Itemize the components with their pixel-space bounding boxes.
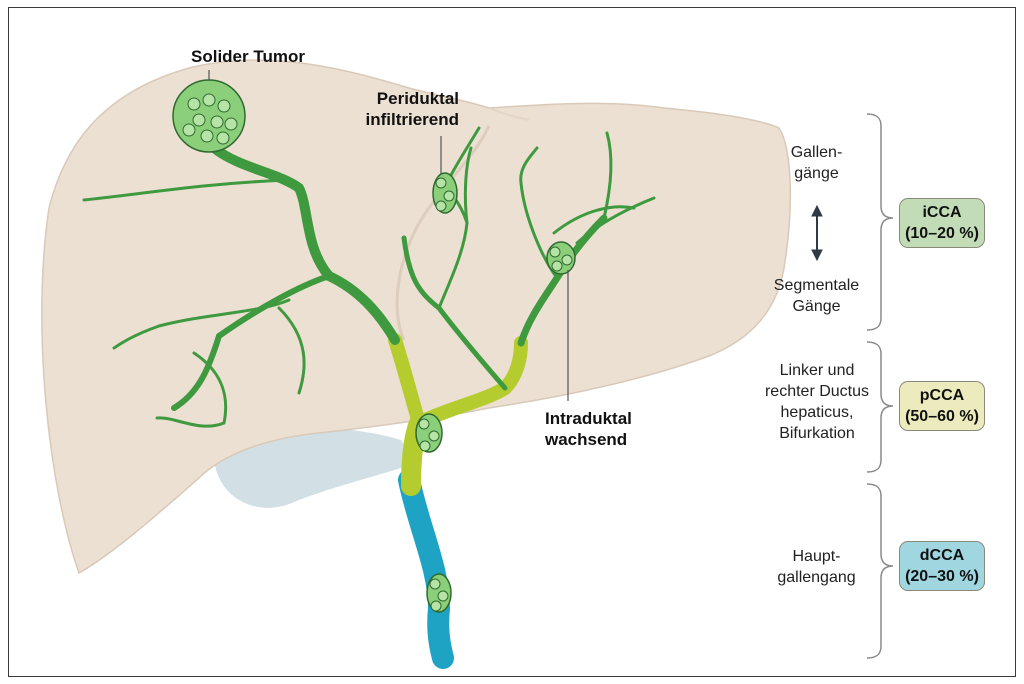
- double-headed-vertical-arrow-icon: [811, 204, 823, 262]
- class-range: (20–30 %): [905, 568, 979, 585]
- class-name: iCCA: [922, 204, 962, 221]
- bracket-pcca: [866, 341, 894, 473]
- liver: [41, 59, 792, 575]
- class-name: dCCA: [919, 547, 965, 564]
- liver-diagram: [41, 59, 894, 669]
- gallbladder: [213, 426, 407, 508]
- intrahepatic-ducts: [82, 126, 656, 428]
- solid-tumor: [172, 79, 246, 153]
- bracket-icca: [866, 113, 894, 331]
- common-bile-duct: [398, 469, 454, 669]
- periductal-tumor: [432, 172, 458, 214]
- distal-tumor: [426, 573, 452, 613]
- curly-brace-icon: [866, 113, 894, 659]
- label-hepatic-ducts: Linker und rechter Ductus hepaticus, Bif…: [764, 362, 870, 442]
- class-box-dcca: dCCA (20–30 %): [899, 541, 985, 591]
- label-periductal: Periduktal infiltrierend: [365, 89, 459, 129]
- bracket-dcca: [866, 483, 894, 659]
- figure-frame: Solider Tumor Periduktal infiltrierend I…: [8, 7, 1016, 677]
- label-segmental-ducts: Segmentale Gänge: [773, 277, 860, 315]
- hilar-tumor: [415, 413, 443, 453]
- class-name: pCCA: [919, 387, 965, 404]
- label-solid-tumor: Solider Tumor: [191, 47, 305, 66]
- class-range: (50–60 %): [905, 408, 979, 425]
- class-box-pcca: pCCA (50–60 %): [899, 381, 985, 431]
- class-box-icca: iCCA (10–20 %): [899, 198, 985, 248]
- label-intraductal: Intraduktal wachsend: [545, 409, 632, 449]
- intraductal-tumor: [546, 241, 576, 275]
- label-bile-ducts: Gallen- gänge: [790, 144, 843, 182]
- label-main-duct: Haupt- gallengang: [777, 548, 856, 586]
- class-range: (10–20 %): [905, 225, 979, 242]
